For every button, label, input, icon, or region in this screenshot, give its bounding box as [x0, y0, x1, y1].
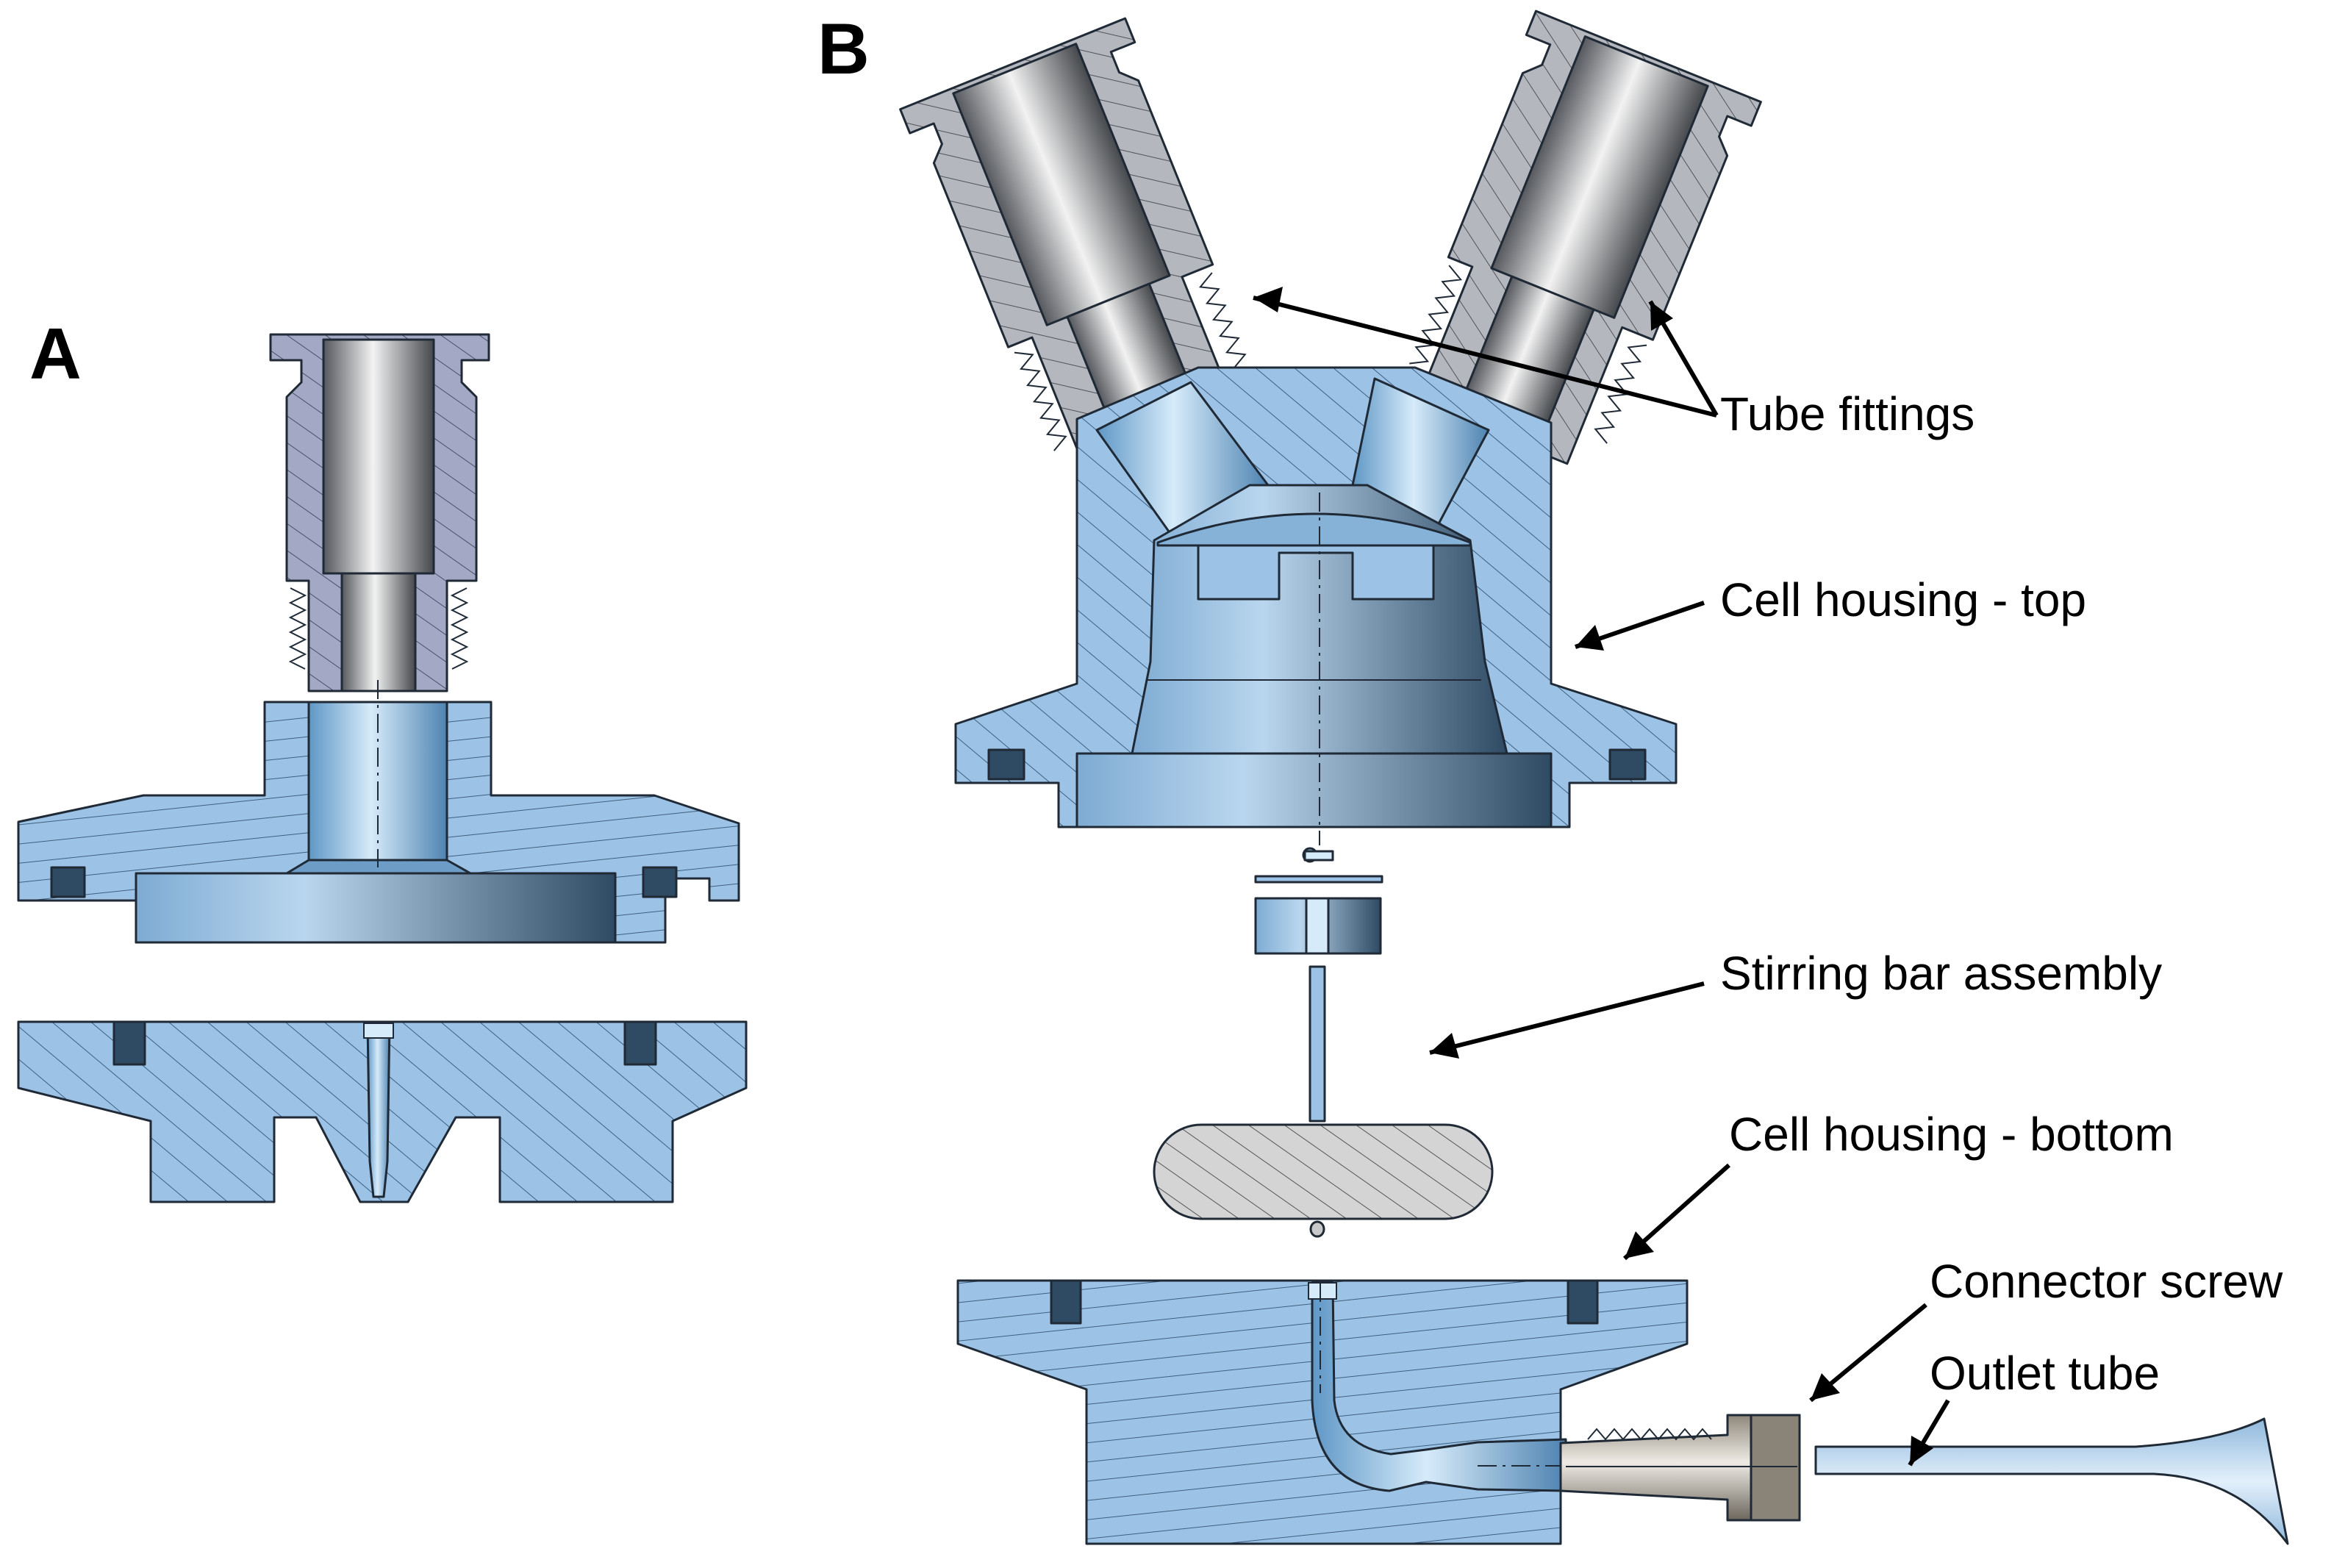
panel-b: B	[817, 8, 2289, 1545]
right-tube-fitting	[1409, 10, 1762, 465]
panel-a-tube-fitting	[269, 333, 490, 692]
connector-screw	[1559, 1414, 1801, 1522]
label-tube-fittings: Tube fittings	[1720, 387, 1975, 440]
label-stirring-bar-assembly: Stirring bar assembly	[1720, 947, 2162, 1000]
label-outlet-tube: Outlet tube	[1930, 1347, 2160, 1400]
panel-a-cell-housing-bottom	[17, 1020, 748, 1203]
panel-a-label: A	[29, 313, 82, 394]
panel-b-label: B	[817, 8, 870, 89]
stirring-bar-assembly	[1153, 847, 1494, 1238]
callout-arrows	[1253, 287, 1950, 1467]
label-cell-housing-bottom: Cell housing - bottom	[1729, 1108, 2174, 1161]
panel-b-cell-housing-top	[954, 366, 1678, 845]
panel-b-cell-housing-bottom	[956, 1279, 1689, 1545]
label-cell-housing-top: Cell housing - top	[1720, 573, 2086, 626]
panel-a-cell-housing-top	[17, 680, 740, 944]
panel-a: A	[17, 313, 748, 1203]
outlet-tube	[1814, 1417, 2289, 1545]
label-connector-screw: Connector screw	[1930, 1255, 2283, 1308]
